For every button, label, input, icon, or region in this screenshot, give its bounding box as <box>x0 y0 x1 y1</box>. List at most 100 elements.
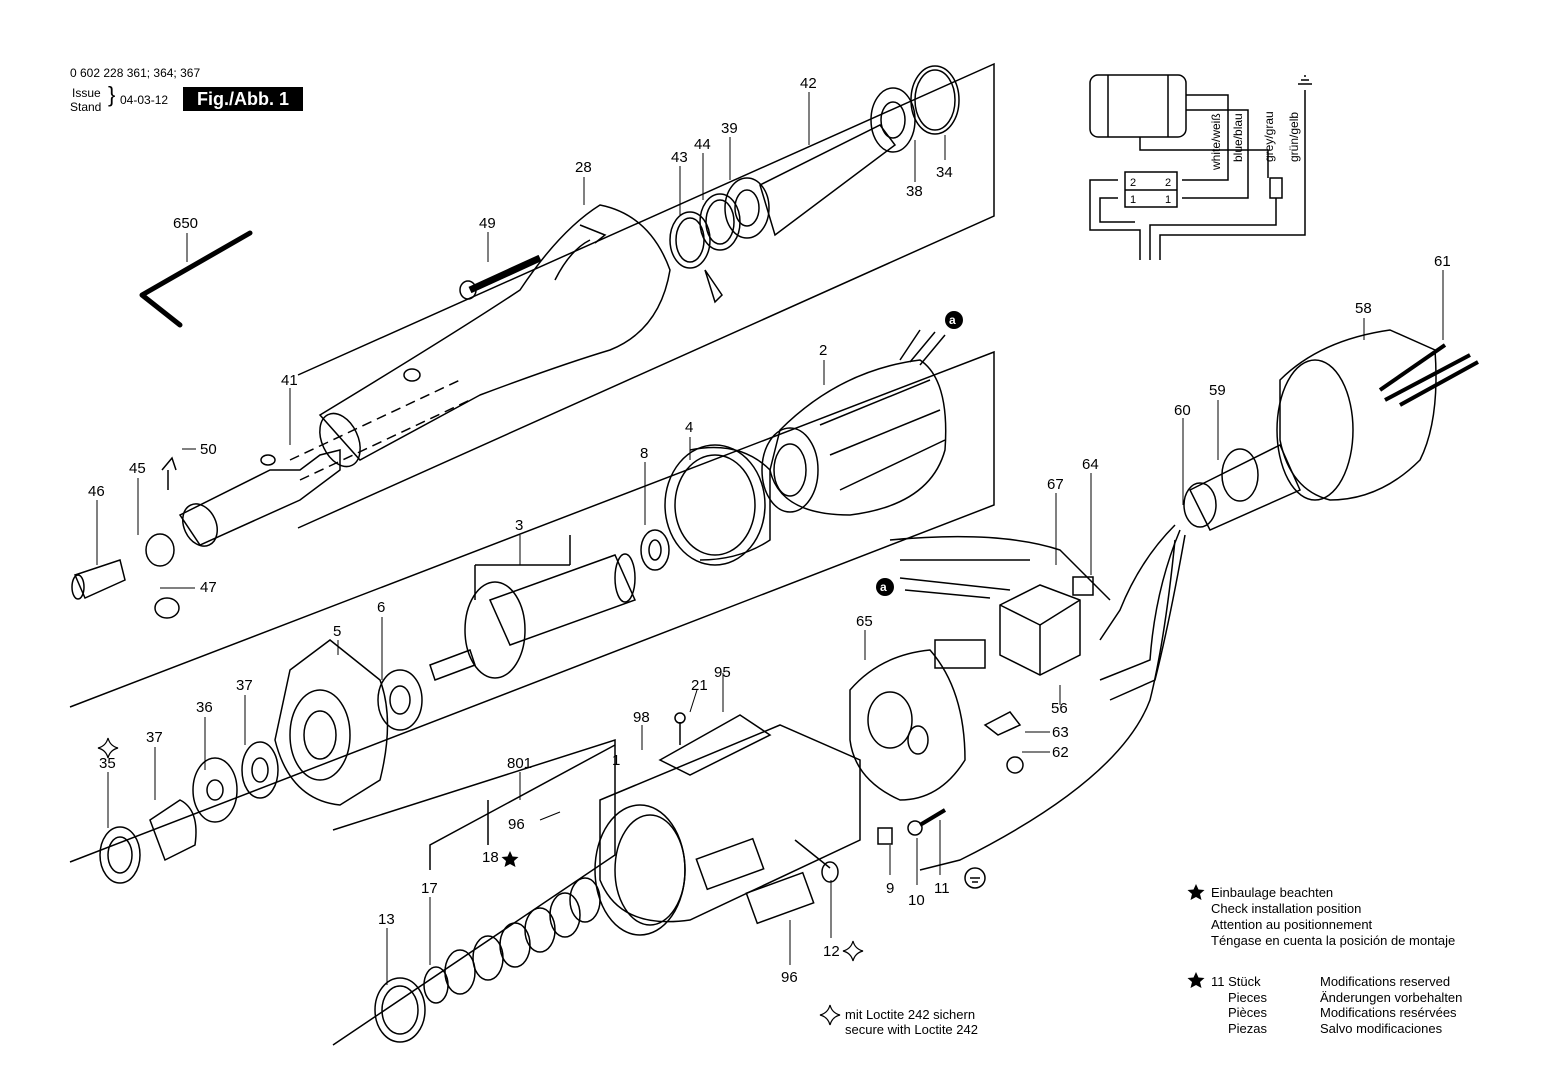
quantity-note-line: Piezas <box>1228 1021 1268 1036</box>
callout-38: 38 <box>906 183 923 200</box>
callout-650: 650 <box>173 215 198 232</box>
callout-64: 64 <box>1082 456 1099 473</box>
callout-67: 67 <box>1047 476 1064 493</box>
hex-key-icon <box>139 230 253 328</box>
callout-41: 41 <box>281 372 298 389</box>
callout-801: 801 <box>507 755 532 772</box>
wiring-diagram: white/weiß blue/blau grey/grau grün/gelb… <box>1089 74 1312 260</box>
callout-49: 49 <box>479 215 496 232</box>
armature-icon <box>429 529 670 681</box>
stator-icon <box>664 329 947 566</box>
switch-icon <box>999 576 1094 676</box>
callout-28: 28 <box>575 159 592 176</box>
modifications-note-line: Modifications resérvées <box>1320 1005 1457 1020</box>
callout-21: 21 <box>691 677 708 694</box>
switch-pin: 1 <box>1165 194 1171 206</box>
frame-middle <box>69 350 995 863</box>
callout-12: 12 <box>823 943 840 960</box>
switch-pin: 2 <box>1130 177 1136 189</box>
wire-label-white: white/weiß <box>1209 113 1223 171</box>
callout-47: 47 <box>200 579 217 596</box>
callout-11: 11 <box>934 880 950 897</box>
figure-label: Fig./Abb. 1 <box>183 87 303 111</box>
star-icon <box>1187 884 1205 900</box>
callout-50: 50 <box>200 441 217 458</box>
screw-icon <box>459 254 542 300</box>
callout-36: 36 <box>196 699 213 716</box>
callout-18: 18 <box>482 849 499 866</box>
small-parts-icon <box>877 808 986 889</box>
gear-housing-icon <box>289 204 671 481</box>
part-numbers: 0 602 228 361; 364; 367 <box>70 66 201 80</box>
frame-lower <box>332 738 616 1046</box>
rear-housing-icon <box>1183 329 1479 531</box>
quantity-note-line: Pieces <box>1228 990 1268 1005</box>
modifications-note-line: Änderungen vorbehalten <box>1320 990 1463 1005</box>
callout-56: 56 <box>1051 700 1068 717</box>
callout-44: 44 <box>694 136 711 153</box>
callout-1: 1 <box>612 752 620 769</box>
callout-9: 9 <box>886 880 894 897</box>
quantity-note-line: 11 Stück <box>1211 974 1261 989</box>
loctite-note-line: secure with Loctite 242 <box>845 1022 978 1037</box>
motor-housing-icon <box>594 712 861 936</box>
callout-10: 10 <box>908 892 925 909</box>
callout-60: 60 <box>1174 402 1191 419</box>
coupling-parts-icon <box>99 741 279 884</box>
reference-marker-a2: a <box>876 578 894 596</box>
callout-63: 63 <box>1052 724 1069 741</box>
callout-61: 61 <box>1434 253 1451 270</box>
callout-46: 46 <box>88 483 105 500</box>
reference-marker-a2-label: a <box>880 580 887 594</box>
leader-lines <box>96 92 1444 985</box>
end-shield-icon <box>274 639 423 806</box>
loctite-icon <box>97 737 119 759</box>
callout-39: 39 <box>721 120 738 137</box>
callout-2: 2 <box>819 342 827 359</box>
stand-label: Stand <box>70 100 102 114</box>
installation-note-line: Einbaulage beachten <box>1211 885 1334 900</box>
bearing-set-icon <box>669 65 960 304</box>
reference-marker-a1: a <box>945 311 963 329</box>
callout-37b: 37 <box>146 729 163 746</box>
callout-34: 34 <box>936 164 953 181</box>
callout-98: 98 <box>633 709 650 726</box>
quantity-note-line: Pièces <box>1228 1005 1268 1020</box>
callout-4: 4 <box>685 419 693 436</box>
issue-date: 04-03-12 <box>120 93 169 107</box>
loctite-icon <box>842 940 864 962</box>
callout-59: 59 <box>1209 382 1226 399</box>
callout-6: 6 <box>377 599 385 616</box>
callout-96b: 96 <box>781 969 798 986</box>
frame-upper <box>297 62 995 529</box>
wire-label-blue: blue/blau <box>1231 113 1245 162</box>
installation-note-line: Attention au positionnement <box>1211 917 1373 932</box>
reference-marker-a1-label: a <box>949 313 956 327</box>
modifications-note-line: Modifications reserved <box>1320 974 1451 989</box>
callout-58: 58 <box>1355 300 1372 317</box>
star-icon <box>501 851 519 867</box>
callout-8: 8 <box>640 445 648 462</box>
star-icon <box>1187 972 1205 988</box>
wire-label-grey: grey/grau <box>1262 111 1276 162</box>
callout-3: 3 <box>515 517 523 534</box>
spindle-icon <box>71 449 341 619</box>
callout-43: 43 <box>671 149 688 166</box>
callout-5: 5 <box>333 623 341 640</box>
installation-note-line: Téngase en cuenta la posición de montaje <box>1211 933 1456 948</box>
callout-62: 62 <box>1052 744 1069 761</box>
issue-label: Issue <box>72 86 101 100</box>
callout-42: 42 <box>800 75 817 92</box>
switch-pin: 1 <box>1130 194 1136 206</box>
callout-17: 17 <box>421 880 438 897</box>
cable-icon <box>889 524 1186 871</box>
switch-pin: 2 <box>1165 177 1171 189</box>
callout-45: 45 <box>129 460 146 477</box>
installation-note-line: Check installation position <box>1211 901 1362 916</box>
callout-95: 95 <box>714 664 731 681</box>
loctite-note-line: mit Loctite 242 sichern <box>845 1007 976 1022</box>
callout-96a: 96 <box>508 816 525 833</box>
callout-35: 35 <box>99 755 116 772</box>
